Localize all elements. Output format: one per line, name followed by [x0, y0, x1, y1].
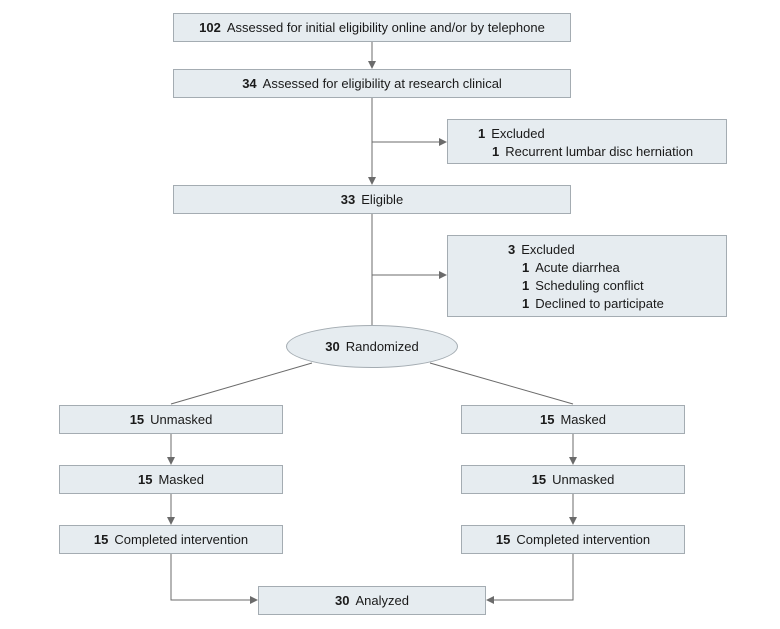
step-count: 15	[531, 471, 547, 487]
excluded-1-reason: 1 Recurrent lumbar disc herniation	[478, 143, 726, 161]
excluded-2-count: 3	[508, 242, 516, 257]
assessed-clinic-label: Assessed for eligibility at research cli…	[262, 75, 502, 91]
excluded-1-label: Excluded	[491, 126, 545, 141]
analyzed-label: Analyzed	[355, 592, 409, 608]
line-randomized-to-right	[429, 362, 574, 405]
excluded-2-reason: 1 Acute diarrhea	[508, 259, 726, 277]
reason-label: Recurrent lumbar disc herniation	[505, 144, 694, 159]
excluded-2-label: Excluded	[521, 242, 575, 257]
reason-label: Scheduling conflict	[535, 278, 644, 293]
analyzed-count: 30	[335, 592, 350, 608]
excluded-2-reason: 1 Declined to participate	[508, 295, 726, 313]
eligible-count: 33	[340, 191, 356, 207]
assessed-clinic-count: 34	[242, 75, 257, 91]
left-arm-step-3: 15 Completed intervention	[59, 525, 283, 554]
randomized-count: 30	[325, 339, 340, 354]
assessed-online-count: 102	[199, 19, 221, 35]
assessed-online-box: 102 Assessed for initial eligibility onl…	[173, 13, 571, 42]
excluded-1-header: 1 Excluded	[478, 125, 726, 143]
analyzed-box: 30 Analyzed	[258, 586, 486, 615]
excluded-2-reason: 1 Scheduling conflict	[508, 277, 726, 295]
randomized-ellipse: 30 Randomized	[286, 325, 458, 368]
right-arm-step-3: 15 Completed intervention	[461, 525, 685, 554]
reason-count: 1	[522, 296, 530, 311]
randomized-label: Randomized	[345, 339, 419, 354]
right-arm-step-2: 15 Unmasked	[461, 465, 685, 494]
step-label: Masked	[560, 411, 606, 427]
step-count: 15	[495, 531, 511, 547]
reason-label: Acute diarrhea	[535, 260, 620, 275]
assessed-clinic-box: 34 Assessed for eligibility at research …	[173, 69, 571, 98]
reason-count: 1	[522, 278, 530, 293]
eligible-label: Eligible	[361, 191, 404, 207]
eligible-box: 33 Eligible	[173, 185, 571, 214]
excluded-2-header: 3 Excluded	[508, 241, 726, 259]
excluded-1-count: 1	[478, 126, 486, 141]
reason-count: 1	[492, 144, 500, 159]
step-label: Unmasked	[552, 471, 615, 487]
arrow-right-to-analyzed	[486, 554, 574, 604]
step-count: 15	[138, 471, 153, 487]
reason-label: Declined to participate	[535, 296, 664, 311]
step-count: 15	[540, 411, 555, 427]
step-label: Masked	[158, 471, 204, 487]
left-arm-step-2: 15 Masked	[59, 465, 283, 494]
step-count: 15	[129, 411, 145, 427]
left-arm-step-1: 15 Unmasked	[59, 405, 283, 434]
arrow-left-to-analyzed	[170, 554, 258, 604]
line-randomized-to-left	[170, 362, 313, 405]
assessed-online-label: Assessed for initial eligibility online …	[226, 19, 545, 35]
step-count: 15	[93, 531, 109, 547]
reason-count: 1	[522, 260, 530, 275]
right-arm-step-1: 15 Masked	[461, 405, 685, 434]
step-label: Completed intervention	[516, 531, 651, 547]
step-label: Completed intervention	[114, 531, 249, 547]
step-label: Unmasked	[150, 411, 213, 427]
